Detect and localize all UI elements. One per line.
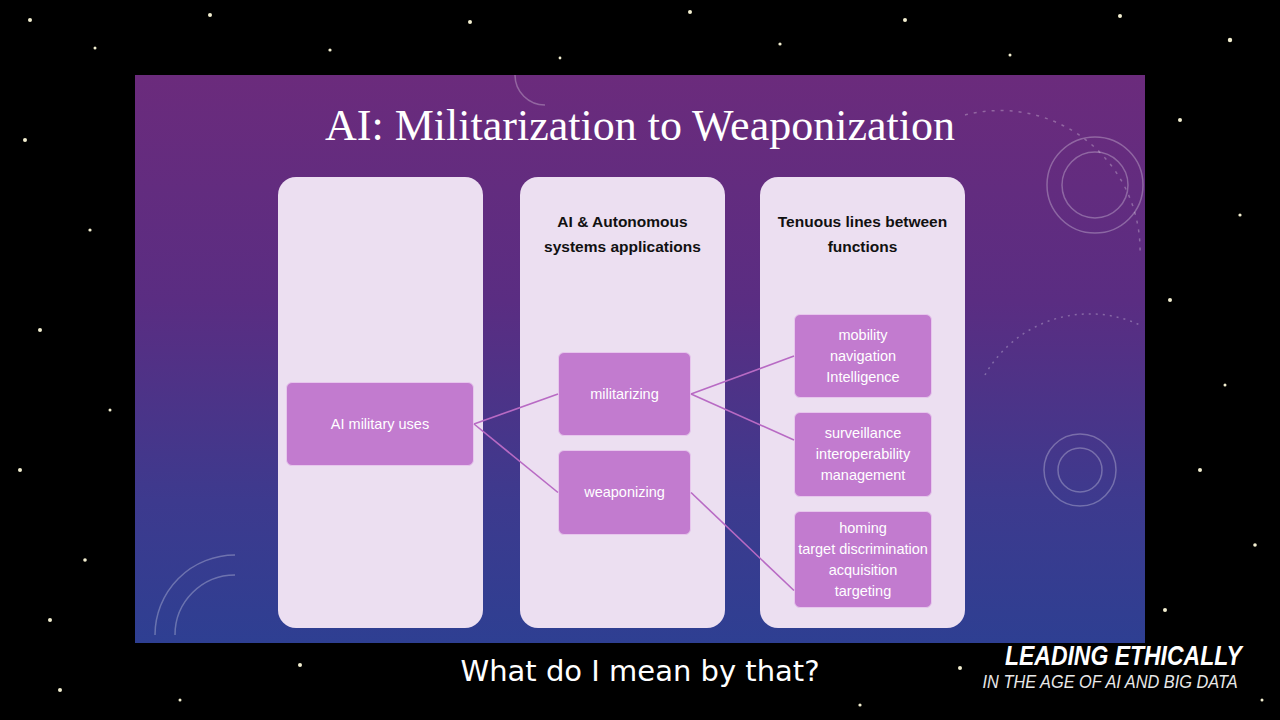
box-text: navigation (830, 346, 896, 367)
column-panel: AI & Autonomous systems applications mili… (520, 177, 725, 628)
slide-title: AI: Militarization to Weaponization (135, 100, 1145, 152)
function-box: surveillanceinteroperabilitymanagement (794, 412, 932, 497)
connector-line (474, 394, 558, 424)
box-text: surveillance (825, 423, 902, 444)
function-box: homingtarget discriminationacquisitionta… (794, 511, 932, 608)
box-text: management (821, 465, 906, 486)
column-heading: Tenuous lines between functions (770, 209, 955, 259)
box-text: targeting (835, 581, 891, 602)
column-heading: AI & Autonomous systems applications (530, 209, 715, 259)
box-text: AI military uses (331, 414, 429, 435)
box-text: weaponizing (584, 482, 665, 503)
column-panel: Tenuous lines between functions mobilityn… (760, 177, 965, 628)
connector-line (691, 493, 794, 591)
process-box: militarizing (558, 352, 691, 436)
box-text: Intelligence (826, 367, 899, 388)
subtitle-text: What do I mean by that? (461, 652, 820, 690)
connector-line (691, 394, 794, 440)
box-text: acquisition (829, 560, 898, 581)
process-box: weaponizing (558, 450, 691, 535)
box-text: mobility (838, 325, 887, 346)
function-box: mobilitynavigationIntelligence (794, 314, 932, 398)
logo-tagline: IN THE AGE OF AI AND BIG DATA (983, 671, 1238, 693)
box-text: homing (839, 518, 887, 539)
box-text: militarizing (590, 384, 659, 405)
logo-text: LEADING ETHICALLY (1005, 640, 1242, 672)
connector-line (691, 356, 794, 394)
process-box: AI military uses (286, 382, 474, 466)
connector-line (474, 424, 558, 493)
box-text: target discrimination (798, 539, 928, 560)
box-text: interoperability (816, 444, 910, 465)
